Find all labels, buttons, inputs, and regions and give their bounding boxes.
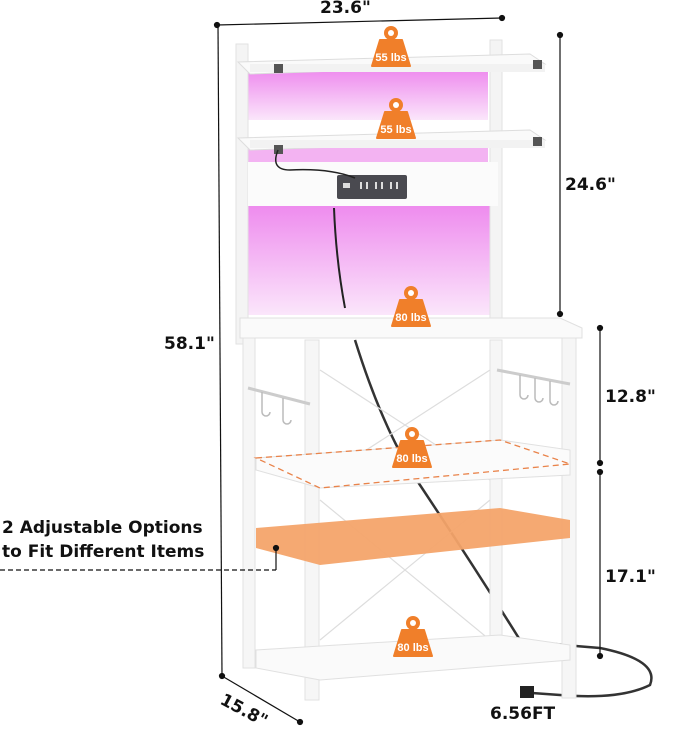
weight-badge-tabletop: 80 lbs — [388, 284, 434, 330]
weight-label: 55 lbs — [380, 124, 412, 136]
upper-gap-dimension: 12.8" — [605, 387, 656, 407]
kettlebell-icon — [393, 616, 433, 657]
adjustable-shelf-highlight — [256, 508, 570, 565]
total-height-dimension: 58.1" — [164, 334, 215, 354]
callout-line-2: to Fit Different Items — [2, 542, 205, 562]
hutch-height-dimension: 24.6" — [565, 175, 616, 195]
weight-label: 80 lbs — [397, 642, 429, 654]
plug — [520, 686, 534, 698]
weight-badge-middle-shelf: 80 lbs — [389, 425, 435, 471]
kettlebell-icon — [371, 26, 411, 67]
weight-badge-top-shelf: 55 lbs — [368, 24, 414, 70]
kettlebell-icon — [391, 286, 431, 327]
callout-line-1: 2 Adjustable Options — [2, 518, 203, 538]
width-dimension: 23.6" — [320, 0, 371, 18]
weight-label: 80 lbs — [396, 453, 428, 465]
led-panel-top — [248, 70, 488, 120]
weight-badge-bottom-shelf: 80 lbs — [390, 614, 436, 660]
weight-badge-second-shelf: 55 lbs — [373, 96, 419, 142]
weight-label: 55 lbs — [375, 52, 407, 64]
led-panel-bottom — [248, 205, 498, 315]
kettlebell-icon — [376, 98, 416, 139]
lower-gap-dimension: 17.1" — [605, 567, 656, 587]
kettlebell-icon — [392, 427, 432, 468]
weight-label: 80 lbs — [395, 312, 427, 324]
adjustable-callout: 2 Adjustable Options to Fit Different It… — [2, 516, 204, 564]
power-strip — [337, 175, 407, 199]
cord-length-label: 6.56FT — [490, 704, 556, 724]
